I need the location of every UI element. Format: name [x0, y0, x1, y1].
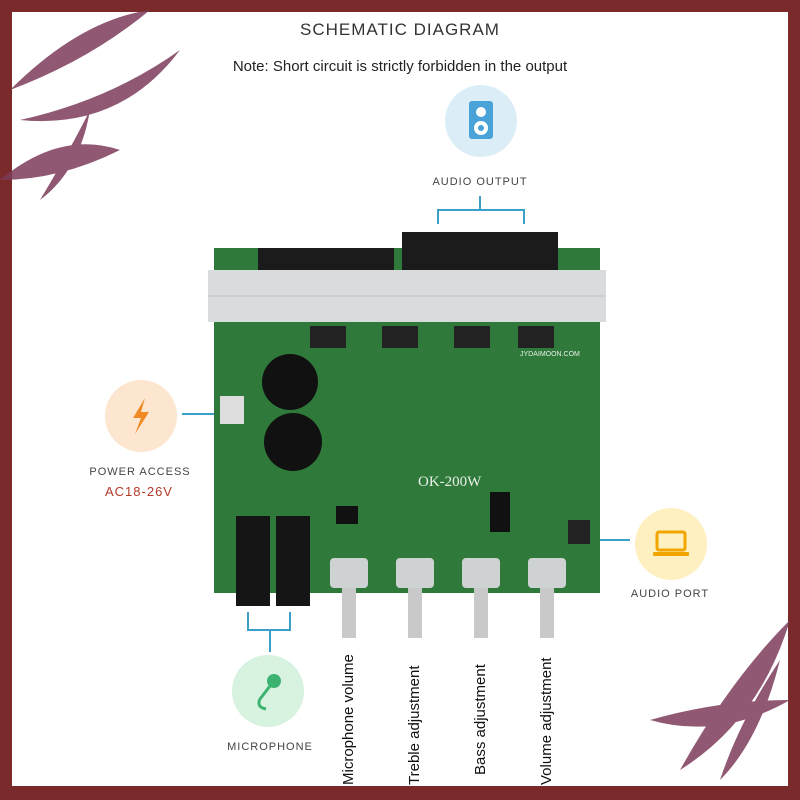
microphone-icon [232, 655, 304, 727]
audio-port-label: AUDIO PORT [630, 588, 710, 600]
knob-label-bass: Bass adjustment [472, 664, 489, 775]
warning-note: Note: Short circuit is strictly forbidde… [232, 58, 568, 75]
microphone-label: MICROPHONE [227, 741, 313, 753]
knob-label-microphone: Microphone volume [340, 654, 357, 785]
power-access-label: POWER ACCESS [89, 466, 191, 478]
speaker-icon [445, 85, 517, 157]
page-title: SCHEMATIC DIAGRAM [300, 20, 500, 39]
knob-label-volume: Volume adjustment [538, 657, 555, 785]
audio-output-label: AUDIO OUTPUT [432, 176, 528, 188]
board-model-text: OK-200W [418, 474, 482, 490]
laptop-icon [635, 508, 707, 580]
power-voltage-label: AC18-26V [105, 484, 173, 499]
lightning-icon [105, 380, 177, 452]
knob-label-treble: Treble adjustment [406, 665, 423, 785]
board-site-text: JYDAIMOON.COM [520, 351, 580, 358]
